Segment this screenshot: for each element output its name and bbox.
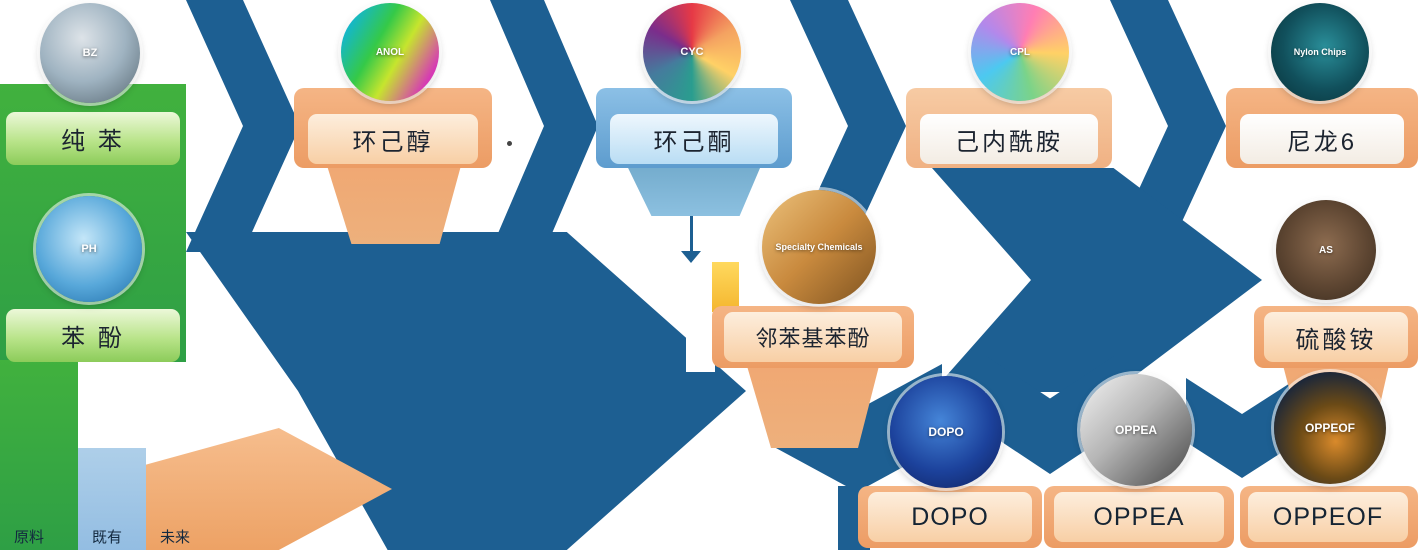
node-dopo-banner: DOPO	[868, 492, 1032, 542]
node-opp-label: 邻苯基苯酚	[755, 326, 871, 351]
opp-photo: Specialty Chemicals	[762, 190, 876, 304]
connector-arrowhead-icon	[681, 251, 701, 263]
phenol-photo: PH	[36, 196, 142, 302]
node-cyclohexanone-tail	[627, 166, 761, 216]
caprolactam-photo: CPL	[971, 3, 1069, 101]
legend-future-label: 未来	[160, 526, 190, 547]
legend-existing-label: 既有	[92, 526, 122, 547]
node-opp-tail	[747, 366, 879, 448]
flow-arrow-caprolactam-ammonium-sulfate	[932, 168, 1262, 392]
legend-existing-text: 既有	[92, 529, 123, 546]
phenol-photo-caption: PH	[81, 243, 97, 255]
node-nylon6-banner: 尼龙6	[1240, 114, 1404, 164]
deco-white-tile	[686, 320, 715, 372]
deco-yellow-tile	[712, 262, 739, 312]
node-dopo-label: DOPO	[911, 502, 989, 531]
cyclohexanol-photo: ANOL	[341, 3, 439, 101]
node-benzene-banner: 纯 苯	[6, 112, 180, 165]
node-oppeof-banner: OPPEOF	[1248, 492, 1408, 542]
cyclohexanone-photo-caption: CYC	[680, 46, 704, 58]
ammonium-sulfate-photo-caption: AS	[1319, 244, 1333, 256]
legend-raw-text: 原料	[14, 529, 45, 546]
opp-photo-caption: Specialty Chemicals	[775, 242, 863, 252]
node-cyclohexanone-banner: 环己酮	[610, 114, 778, 164]
node-cyclohexanol-tail	[327, 166, 461, 244]
node-caprolactam-label: 己内酰胺	[955, 128, 1063, 156]
benzene-photo: BZ	[40, 3, 140, 103]
deco-dot	[507, 141, 512, 146]
cyclohexanol-photo-caption: ANOL	[375, 46, 405, 58]
caprolactam-photo-caption: CPL	[1010, 46, 1030, 58]
nylon6-photo-caption: Nylon Chips	[1293, 47, 1347, 57]
node-phenol-banner: 苯 酚	[6, 309, 180, 362]
node-cyclohexanol-banner: 环己醇	[308, 114, 478, 164]
ammonium-sulfate-photo: AS	[1276, 200, 1376, 300]
nylon6-photo: Nylon Chips	[1271, 3, 1369, 101]
oppeof-photo-caption: OPPEOF	[1304, 421, 1355, 435]
cyclohexanone-photo: CYC	[643, 3, 741, 101]
connector-line	[690, 193, 693, 251]
node-caprolactam-banner: 己内酰胺	[920, 114, 1098, 164]
benzene-photo-caption: BZ	[82, 47, 98, 59]
flow-arrow-benzene-cyclohexanol	[186, 0, 300, 252]
raw-material-column-lower	[0, 360, 78, 550]
node-cyclohexanol-label: 环己醇	[352, 128, 434, 156]
oppea-photo-caption: OPPEA	[1114, 423, 1157, 437]
oppea-photo: OPPEA	[1080, 374, 1192, 486]
node-phenol-label: 苯 酚	[61, 325, 125, 352]
node-oppea-label: OPPEA	[1093, 502, 1185, 531]
dopo-photo-caption: DOPO	[928, 425, 964, 439]
node-ammonium-sulfate-label: 硫酸铵	[1295, 326, 1377, 354]
node-ammonium-sulfate-banner: 硫酸铵	[1264, 312, 1408, 362]
legend-raw-label: 原料	[14, 526, 44, 547]
node-benzene-label: 纯 苯	[61, 128, 125, 155]
dopo-photo: DOPO	[890, 376, 1002, 488]
node-cyclohexanone-label: 环己酮	[653, 128, 735, 156]
legend-existing-swatch	[78, 448, 146, 550]
node-nylon6-label: 尼龙6	[1286, 128, 1358, 156]
node-oppea-banner: OPPEA	[1054, 492, 1224, 542]
flow-arrow-cyclohexanol-cyclohexanone	[490, 0, 598, 252]
node-oppeof-label: OPPEOF	[1272, 502, 1384, 531]
legend-future-text: 未来	[160, 529, 191, 546]
node-opp-banner: 邻苯基苯酚	[724, 312, 902, 362]
oppeof-photo: OPPEOF	[1274, 372, 1386, 484]
